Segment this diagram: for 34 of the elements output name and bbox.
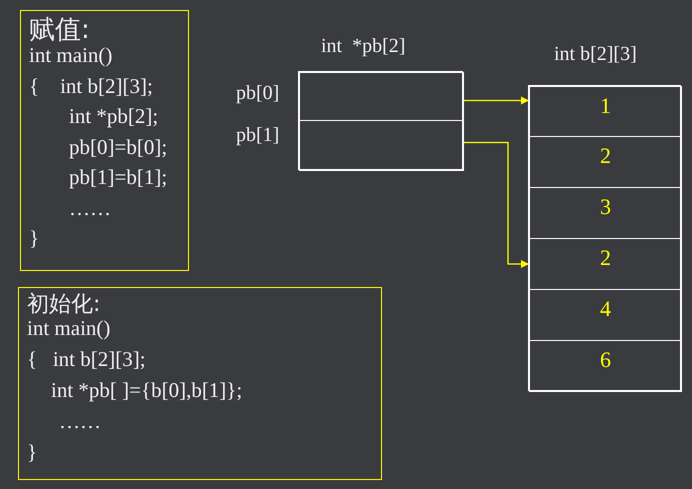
heading: 初始化: bbox=[27, 294, 100, 316]
array-cell bbox=[529, 86, 682, 137]
element-label: pb[0] bbox=[236, 83, 280, 103]
cell-value: 4 bbox=[600, 298, 611, 320]
code-line: { int b[2][3]; bbox=[29, 76, 153, 96]
code-line: …… bbox=[69, 198, 111, 218]
code-line: int *pb[ ]={b[0],b[1]}; bbox=[51, 380, 242, 401]
array-cell bbox=[529, 340, 682, 392]
array-cell bbox=[529, 289, 682, 341]
cell-value: 3 bbox=[600, 196, 611, 218]
array-label: int *pb[2] bbox=[321, 36, 406, 56]
code-line: } bbox=[29, 228, 40, 249]
code-line: …… bbox=[59, 411, 101, 432]
arrow bbox=[464, 96, 529, 104]
code-line: int main() bbox=[27, 318, 110, 339]
cell-value: 2 bbox=[600, 145, 611, 167]
cell-value: 2 bbox=[600, 247, 611, 269]
heading: 赋值: bbox=[29, 17, 90, 43]
element-label: pb[1] bbox=[236, 125, 280, 145]
array-cell bbox=[529, 136, 682, 188]
code-box bbox=[18, 287, 382, 480]
code-box bbox=[20, 10, 189, 271]
code-line: } bbox=[27, 442, 38, 463]
array-cell bbox=[529, 187, 682, 239]
arrow bbox=[464, 142, 529, 268]
code-line: { int b[2][3]; bbox=[27, 349, 146, 370]
code-line: int *pb[2]; bbox=[69, 106, 158, 127]
cell-value: 1 bbox=[600, 95, 611, 117]
array-cell bbox=[529, 238, 682, 290]
code-line: pb[0]=b[0]; bbox=[69, 136, 168, 158]
cell-value: 6 bbox=[600, 349, 611, 371]
code-line: int main() bbox=[29, 45, 112, 66]
code-line: pb[1]=b[1]; bbox=[69, 167, 168, 188]
array-label: int b[2][3] bbox=[554, 44, 637, 64]
